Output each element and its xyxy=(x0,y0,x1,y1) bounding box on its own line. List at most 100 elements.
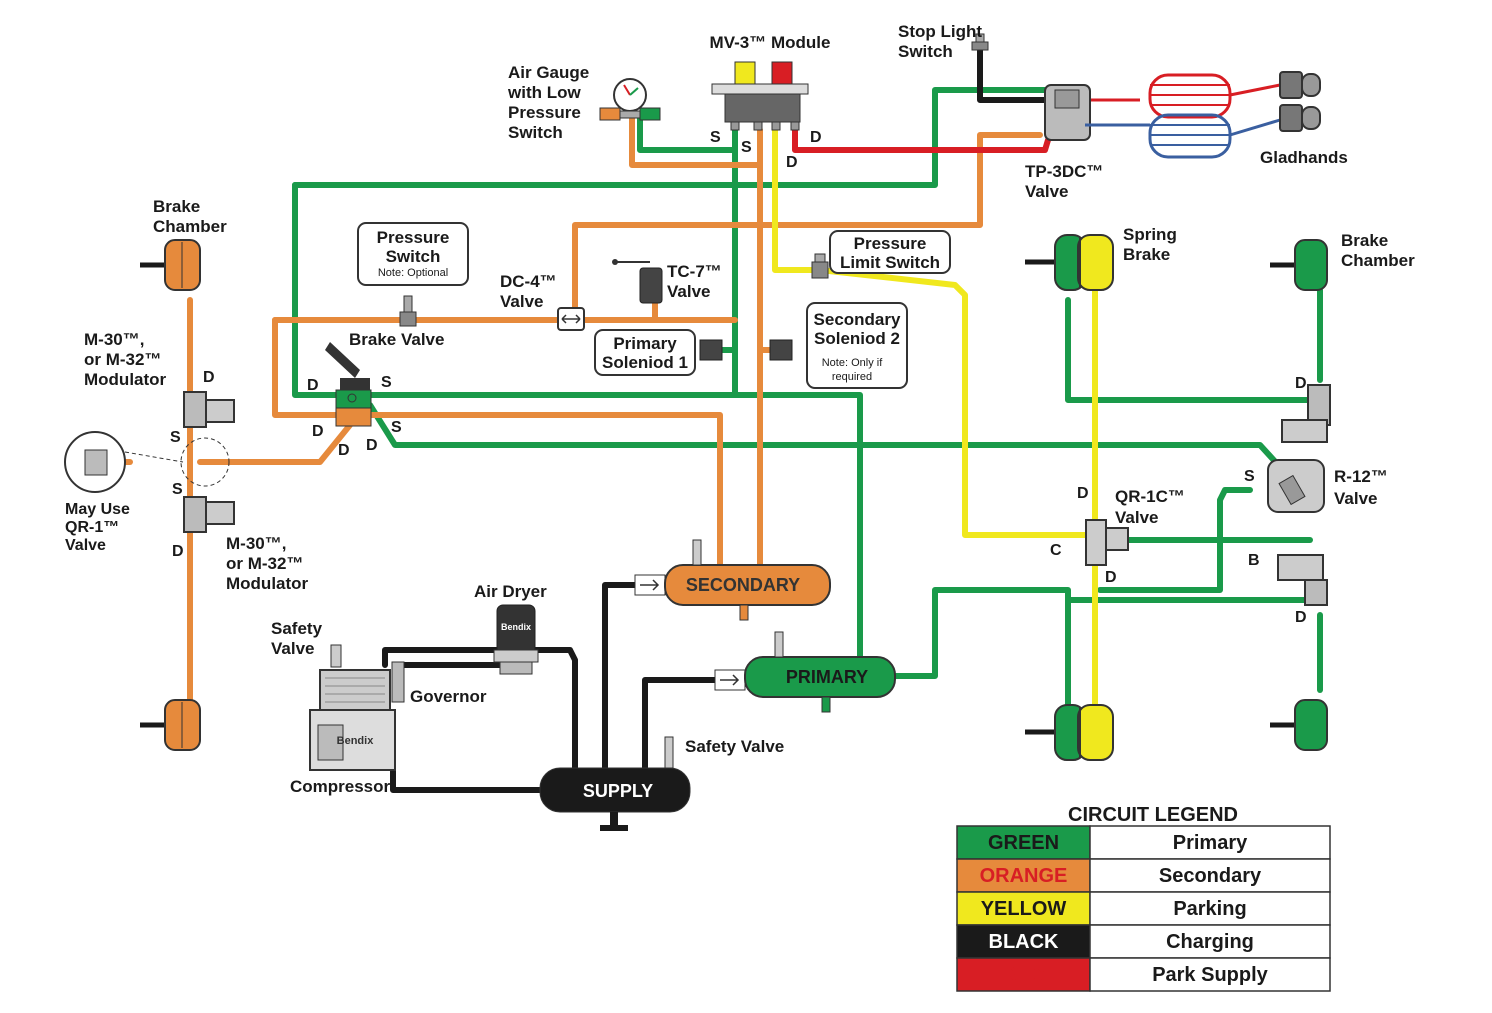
legend-color-name: BLACK xyxy=(989,931,1060,953)
port-s-r12: S xyxy=(1244,468,1255,485)
primary-solenoid-label-2: Soleniod 1 xyxy=(602,353,688,372)
pressure-switch-component[interactable] xyxy=(399,295,417,327)
port-s-mod-bottom: S xyxy=(172,481,183,498)
dc4-label-2: Valve xyxy=(500,292,544,311)
compressor-brand: Bendix xyxy=(337,735,375,747)
park-supply-line xyxy=(792,98,1140,153)
spring-brake-rear[interactable] xyxy=(1025,704,1114,761)
legend-cell xyxy=(1089,858,1331,893)
port-d-right-top: D xyxy=(1295,375,1307,392)
r12-label-2: Valve xyxy=(1334,489,1378,508)
pressure-limit-switch-component[interactable] xyxy=(811,253,829,279)
modulator-bottom-label-1: M-30™, xyxy=(226,534,286,553)
parking-circuit-lines xyxy=(772,127,1098,708)
modulator-top-label-3: Modulator xyxy=(84,370,167,389)
gladhand-blue[interactable] xyxy=(1279,104,1321,132)
secondary-reservoir[interactable]: SECONDARY xyxy=(634,539,831,621)
safety-valve-left-label-2: Valve xyxy=(271,639,315,658)
spring-brake-label-1: Spring xyxy=(1123,225,1177,244)
qr1-option-callout xyxy=(64,431,230,493)
safety-valve-compressor[interactable] xyxy=(330,644,342,668)
port-d-bv-1: D xyxy=(307,377,319,394)
port-s-bv-1: S xyxy=(381,374,392,391)
modulator-top[interactable] xyxy=(183,391,235,428)
stop-light-switch[interactable] xyxy=(971,33,989,51)
brake-chamber-front-right[interactable] xyxy=(1270,239,1328,291)
tc7-valve[interactable] xyxy=(612,259,663,304)
port-s-mv3-2: S xyxy=(741,139,752,156)
stop-light-label-2: Switch xyxy=(898,42,953,61)
brake-chamber-right-label-1: Brake xyxy=(1341,231,1388,250)
gladhands-label: Gladhands xyxy=(1260,148,1348,167)
dc4-valve[interactable] xyxy=(557,307,585,331)
primary-reservoir[interactable]: PRIMARY xyxy=(714,631,896,713)
brake-chamber-rear-left[interactable] xyxy=(140,699,201,751)
primary-solenoid-label-1: Primary xyxy=(613,334,677,353)
pressure-limit-label-2: Limit Switch xyxy=(840,253,940,272)
primary-circuit-lines xyxy=(292,87,1323,708)
may-use-label-2: QR-1™ xyxy=(65,519,119,536)
safety-valve-supply-label: Safety Valve xyxy=(685,737,784,756)
primary-tank-label: PRIMARY xyxy=(786,667,868,687)
legend-title: CIRCUIT LEGEND xyxy=(1068,804,1238,826)
may-use-label-1: May Use xyxy=(65,501,130,518)
secondary-solenoid-box: Secondary Soleniod 2 Note: Only if requi… xyxy=(806,302,908,389)
stop-light-label-1: Stop Light xyxy=(898,22,982,41)
r12-valve-component[interactable] xyxy=(1267,459,1325,513)
tp3dc-label-2: Valve xyxy=(1025,182,1069,201)
safety-valve-left-label-1: Safety xyxy=(271,619,323,638)
spring-brake-label-2: Brake xyxy=(1123,245,1170,264)
spring-brake-front[interactable] xyxy=(1025,234,1114,291)
tc7-label-2: Valve xyxy=(667,282,711,301)
air-gauge[interactable] xyxy=(599,78,661,121)
air-gauge-label-1: Air Gauge xyxy=(508,63,589,82)
secondary-tank-label: SECONDARY xyxy=(686,575,800,595)
modulator-right-top[interactable] xyxy=(1281,384,1331,443)
may-use-label-3: Valve xyxy=(65,537,106,554)
qr1c-valve-component[interactable] xyxy=(1085,519,1129,566)
port-d-mod-bottom: D xyxy=(172,543,184,560)
legend-color-name: YELLOW xyxy=(981,898,1067,920)
secondary-solenoid-component[interactable] xyxy=(769,339,793,361)
port-d-right-bottom: D xyxy=(1295,609,1307,626)
governor-component[interactable] xyxy=(391,661,405,703)
air-gauge-label-4: Switch xyxy=(508,123,563,142)
air-dryer-component[interactable]: Bendix xyxy=(493,604,539,675)
brake-valve-component[interactable] xyxy=(325,342,372,427)
tp3dc-valve[interactable] xyxy=(1044,84,1091,141)
pressure-switch-box: Pressure Switch Note: Optional xyxy=(357,222,469,286)
brake-chamber-rear-right[interactable] xyxy=(1270,699,1328,751)
port-d-qr1c-bottom: D xyxy=(1105,569,1117,586)
primary-solenoid-component[interactable] xyxy=(699,339,723,361)
port-d-mv3-2: D xyxy=(810,129,822,146)
secondary-solenoid-note-2: required xyxy=(832,371,872,383)
legend-circuit-name: Parking xyxy=(1173,898,1246,920)
secondary-solenoid-label-2: Soleniod 2 xyxy=(814,329,900,348)
governor-label: Governor xyxy=(410,687,487,706)
brake-chamber-front-left[interactable] xyxy=(140,239,201,291)
brake-chamber-right-label-2: Chamber xyxy=(1341,251,1415,270)
tp3dc-label-1: TP-3DC™ xyxy=(1025,162,1103,181)
gladhand-red[interactable] xyxy=(1279,71,1321,99)
modulator-right-bottom[interactable] xyxy=(1277,554,1328,606)
pressure-switch-label-2: Switch xyxy=(386,247,441,266)
modulator-bottom-label-2: or M-32™ xyxy=(226,554,303,573)
port-c-qr1c: C xyxy=(1050,542,1062,559)
dc4-label-1: DC-4™ xyxy=(500,272,557,291)
port-d-bv-3: D xyxy=(338,442,350,459)
supply-reservoir[interactable]: SUPPLY xyxy=(539,736,691,831)
mv3-module[interactable] xyxy=(711,61,809,131)
legend-cell xyxy=(1089,891,1331,926)
pressure-switch-label-1: Pressure xyxy=(377,228,450,247)
compressor-component[interactable]: Bendix xyxy=(309,669,396,771)
legend-cell xyxy=(1089,924,1331,959)
modulator-bottom[interactable] xyxy=(183,496,235,533)
brake-chamber-left-label-1: Brake xyxy=(153,197,200,216)
legend-color-name: GREEN xyxy=(988,832,1059,854)
legend-cell xyxy=(1089,825,1331,860)
